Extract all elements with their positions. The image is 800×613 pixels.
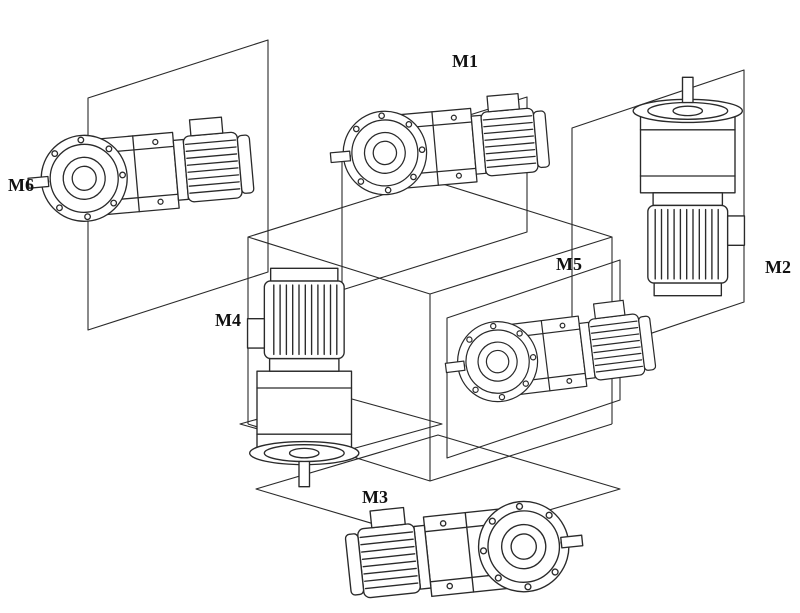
mounting-plane-m6 bbox=[87, 39, 269, 331]
gearmotor-m3-icon bbox=[342, 488, 588, 611]
label-m3: M3 bbox=[362, 487, 388, 507]
position-labels: M1 M2 M3 M4 M5 M6 bbox=[8, 51, 791, 507]
gearmotor-units bbox=[23, 76, 746, 611]
gearmotor-m5-icon bbox=[439, 296, 659, 409]
gearmotor-m4-icon bbox=[246, 267, 360, 488]
label-m2: M2 bbox=[765, 257, 791, 277]
gearmotor-m2-icon bbox=[632, 76, 746, 297]
mounting-plane-m5 bbox=[446, 259, 621, 459]
gearmotor-m6-icon bbox=[23, 114, 256, 227]
label-m4: M4 bbox=[215, 310, 241, 330]
label-m6: M6 bbox=[8, 175, 34, 195]
label-m1: M1 bbox=[452, 51, 478, 71]
gearmotor-m1-icon bbox=[325, 90, 552, 200]
label-m5: M5 bbox=[556, 254, 582, 274]
